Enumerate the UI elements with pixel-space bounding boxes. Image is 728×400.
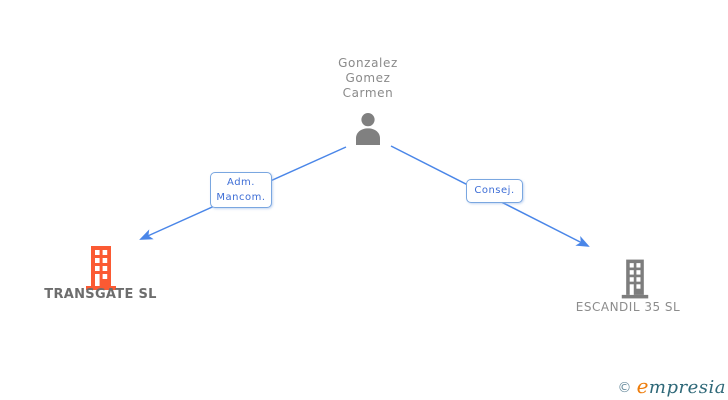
person-name-line: Gonzalez xyxy=(338,56,398,70)
relationship-label-consej: Consej. xyxy=(466,179,523,203)
brand-text: mpresia xyxy=(648,377,726,398)
person-silhouette-icon[interactable] xyxy=(350,111,386,146)
brand-initial: e xyxy=(636,374,649,398)
copyright-icon: © xyxy=(617,380,632,396)
building-icon[interactable] xyxy=(84,246,118,290)
empresia-logo[interactable]: © empresia xyxy=(617,374,726,398)
relationship-label-adm-mancom: Adm. Mancom. xyxy=(210,172,272,208)
person-name-line: Gomez xyxy=(345,71,391,85)
person-name-line: Carmen xyxy=(342,86,394,100)
person-name[interactable]: Gonzalez Gomez Carmen xyxy=(268,56,468,101)
building-icon[interactable] xyxy=(620,259,650,299)
company-name-transgate[interactable]: TRANSGATE SL xyxy=(44,287,157,302)
company-name-escandil[interactable]: ESCANDIL 35 SL xyxy=(575,300,681,314)
